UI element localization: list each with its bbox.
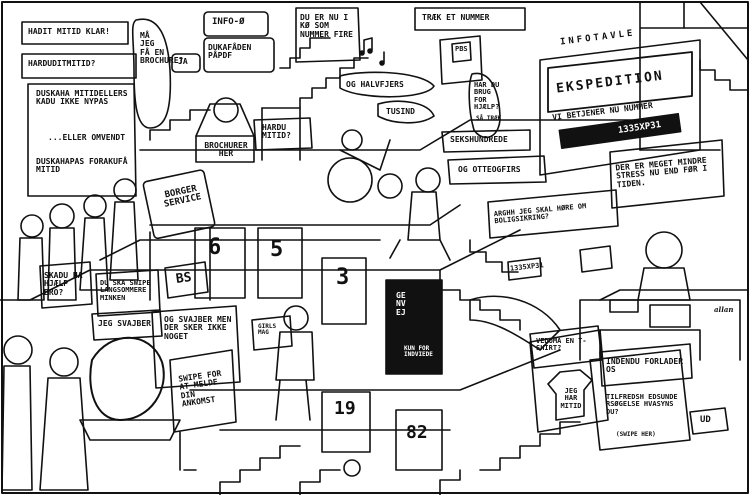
sign-bs: BS xyxy=(174,269,193,288)
door-number: 19 xyxy=(334,398,356,419)
bubble-du-er-nu-i-ko: DU ER NU I KØ SOM NUMMER FIRE xyxy=(300,13,353,39)
bubble-hardu-mitid: HARDU MITID? xyxy=(262,123,291,141)
bubble-jeg-svajber: JEG SVAJBER xyxy=(98,319,151,328)
door-genvej: GENVEJ xyxy=(396,291,406,317)
bubble-skadu-ha-hjaelp: SKADU HA HJÆLP BRO? xyxy=(44,271,83,297)
ticket-machine-label: PBS xyxy=(455,45,468,53)
sign-tilfredshedsundersogelse: TILFREDSH EDSUNDE RSØGELSE HVASYNS DU? xyxy=(606,393,678,416)
bubble-duskaha: DUSKAHA MITIDELLERS KADU IKKE NYPAS xyxy=(36,89,128,107)
door-number: 6 xyxy=(208,235,222,260)
bubble-du-ska-swipe: DU SKA SWIPE LANGSOMMERE MINKEN xyxy=(100,279,151,302)
bubble-ja: JA xyxy=(178,57,188,66)
bubble-duskahapas: DUSKAHAPAS FORAKUFÅ MITID xyxy=(36,157,128,175)
bubble-harduditmitid: HARDUDITMITID? xyxy=(28,59,96,68)
bubble-har-du-brug-for-hjaelp: HAR DU BRUG FOR HJÆLP? xyxy=(474,81,500,112)
bubble-info-o: INFO-Ø xyxy=(212,17,245,27)
door-number: 82 xyxy=(406,422,428,443)
tshirt-print: JEG HAR MitID xyxy=(560,387,582,410)
bubble-tusind: TUSIND xyxy=(386,107,415,116)
bubble-sa-traek: SÅ TRÆK xyxy=(476,115,502,122)
bubble-dukafaden: DUKAFÅDEN PÅPDF xyxy=(208,43,252,61)
bubble-og-otteogfirs: OG OTTEOGFIRS xyxy=(458,165,521,174)
door-number: 3 xyxy=(336,265,350,290)
door-genvej-subtitle: KUN FOR INDVIEDE xyxy=(404,345,433,359)
bubble-og-halvfjers: OG HALVFJERS xyxy=(346,80,404,89)
bubble-sekshundrede: SEKSHUNDREDE xyxy=(450,135,508,144)
bubble-og-svajber: OG SVAJBER MEN DER SKER IKKE NOGET xyxy=(164,315,232,341)
bubble-indendu-forlader-os: INDENDU FORLADER OS xyxy=(606,357,684,375)
bubble-eller-omvendt: ...ELLER OMVENDT xyxy=(48,133,126,142)
sign-swipe-her: (SWIPE HER) xyxy=(616,431,656,438)
bubble-ma-jeg-fa-brochure: MÅ JEG FÅ EN BROCHURE? xyxy=(140,31,184,66)
bubble-veduma-en-tshirt: VEDUMA EN T-SHIRT? xyxy=(536,337,587,353)
magazine-cover: GIRLS MAG xyxy=(258,323,277,337)
swipe-terminal-label: SWIPE FOR AT MELDE DIN ANKOMST xyxy=(177,368,222,409)
sign-ud: UD xyxy=(700,415,711,425)
bubble-hadit-mitid: HADIT MITID KLAR! xyxy=(28,27,110,36)
sign-brochurer-her: BROCHURER HER xyxy=(204,141,248,159)
artist-signature: allan xyxy=(714,305,734,314)
door-number: 5 xyxy=(270,237,284,262)
sign-traek-et-nummer: TRÆK ET NUMMER xyxy=(422,13,490,22)
